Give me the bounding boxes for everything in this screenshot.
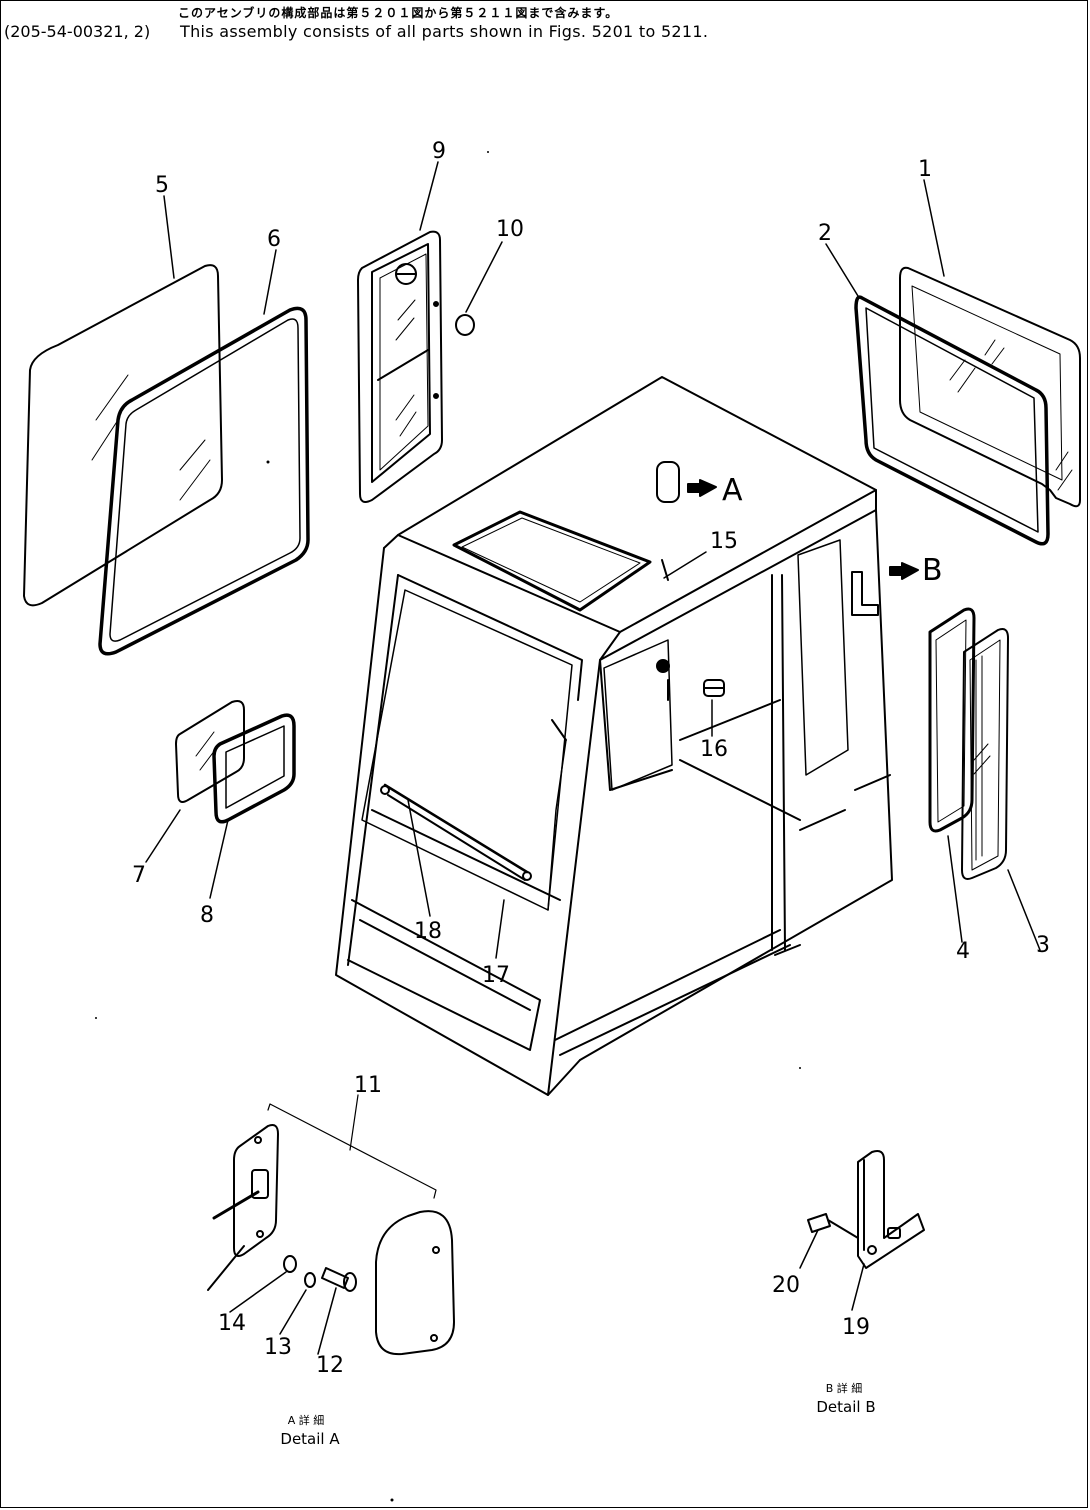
callout-19: 19	[842, 1315, 870, 1340]
window-glass-7	[175, 700, 245, 803]
japanese-note: このアセンブリの構成部品は第５２０１図から第５２１１図まで含みます。	[178, 6, 619, 20]
view-marker-a: A	[722, 473, 743, 508]
window-glass-1	[899, 266, 1081, 508]
window-seal-6	[98, 306, 310, 656]
callout-13: 13	[264, 1335, 292, 1360]
english-note: This assembly consists of all parts show…	[180, 22, 709, 41]
callout-6: 6	[267, 227, 281, 252]
cab-body	[335, 376, 893, 1096]
callout-11: 11	[354, 1073, 382, 1098]
window-seal-2	[854, 295, 1050, 546]
callout-15: 15	[710, 529, 738, 554]
detail-a-caption: Detail A	[280, 1430, 340, 1448]
window-seal-4	[928, 607, 976, 833]
view-marker-b: B	[922, 553, 943, 588]
callout-17: 17	[482, 963, 510, 988]
leader-lines	[145, 161, 1041, 959]
window-glass-5	[23, 264, 223, 607]
detail-b-caption: Detail B	[816, 1398, 875, 1416]
part-code: (205-54-00321, 2)	[4, 22, 151, 41]
callout-5: 5	[155, 173, 169, 198]
plug-10	[455, 241, 503, 336]
window-9	[357, 230, 443, 503]
callout-4: 4	[956, 939, 970, 964]
callout-16: 16	[700, 737, 728, 762]
scan-speckles	[95, 151, 801, 1502]
callout-10: 10	[496, 217, 524, 242]
callout-8: 8	[200, 903, 214, 928]
view-arrow-a: A	[687, 473, 743, 508]
detail-a-jp: A 詳 細	[288, 1413, 325, 1427]
callout-18: 18	[414, 919, 442, 944]
callout-14: 14	[218, 1311, 246, 1336]
detail-b-assembly	[799, 1150, 925, 1311]
callout-3: 3	[1036, 933, 1050, 958]
callout-12: 12	[316, 1353, 344, 1378]
detail-b-jp: B 詳 細	[826, 1381, 863, 1395]
window-glass-3	[961, 628, 1009, 880]
callout-20: 20	[772, 1273, 800, 1298]
callout-2: 2	[818, 221, 832, 246]
callout-7: 7	[132, 863, 146, 888]
view-arrow-b: B	[889, 553, 943, 588]
callout-9: 9	[432, 139, 446, 164]
detail-a-assembly	[207, 1094, 455, 1356]
window-seal-8	[212, 713, 296, 824]
callout-1: 1	[918, 157, 932, 182]
